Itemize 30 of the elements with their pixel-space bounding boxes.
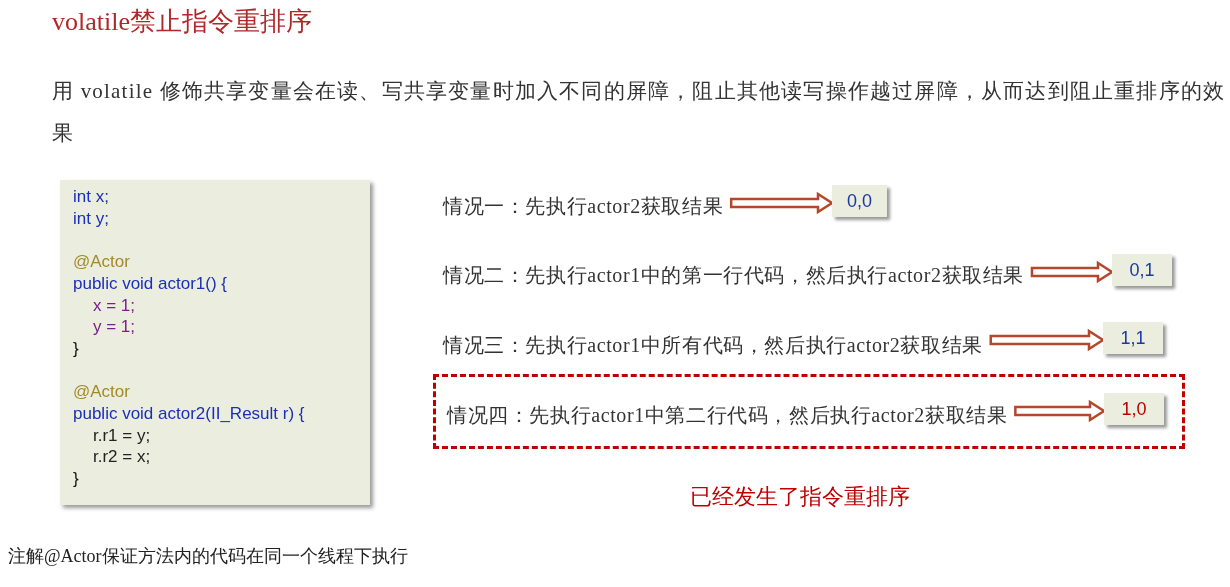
footnote: 注解@Actor保证方法内的代码在同一个线程下执行: [8, 545, 409, 568]
case-text: 情况四：先执行actor1中第二行代码，然后执行actor2获取结果: [447, 402, 1016, 428]
heading: volatile禁止指令重排序: [52, 6, 312, 38]
paragraph: 用 volatile 修饰共享变量会在读、写共享变量时加入不同的屏障，阻止其他读写操作越过屏障，从而达到阻止重排序的效果: [52, 78, 1227, 147]
note-text: 已经发生了指令重排序: [690, 483, 911, 511]
result-box: 1,1: [1103, 322, 1163, 354]
block-arrow: [729, 191, 835, 215]
block-arrow: [989, 328, 1106, 352]
code-line: public void actor2(II_Result r) {: [73, 403, 305, 424]
code-line: r.r1 = y;: [93, 424, 151, 446]
result-box: 0,0: [832, 185, 887, 217]
code-line: }: [73, 468, 79, 490]
code-line: }: [73, 337, 79, 359]
code-line: public void actor1() {: [73, 272, 228, 294]
code-line: r.r2 = x;: [93, 446, 151, 468]
code-line: int x;: [73, 186, 109, 207]
result-box: 0,1: [1112, 254, 1172, 286]
code-line: @Actor: [73, 381, 130, 403]
code-line: y = 1;: [93, 316, 136, 338]
result-box: 1,0: [1104, 393, 1164, 425]
dashed-frame: [433, 374, 1185, 449]
block-arrow: [1030, 260, 1115, 284]
code-line: @Actor: [73, 251, 130, 273]
code-box: [60, 180, 370, 505]
code-line: x = 1;: [93, 294, 136, 316]
block-arrow: [1014, 399, 1107, 423]
code-line: int y;: [73, 207, 109, 229]
case-text: 情况三：先执行actor1中所有代码，然后执行actor2获取结果: [443, 332, 991, 358]
case-text: 情况二：先执行actor1中的第一行代码，然后执行actor2获取结果: [443, 262, 1032, 288]
case-text: 情况一：先执行actor2获取结果: [443, 193, 732, 219]
